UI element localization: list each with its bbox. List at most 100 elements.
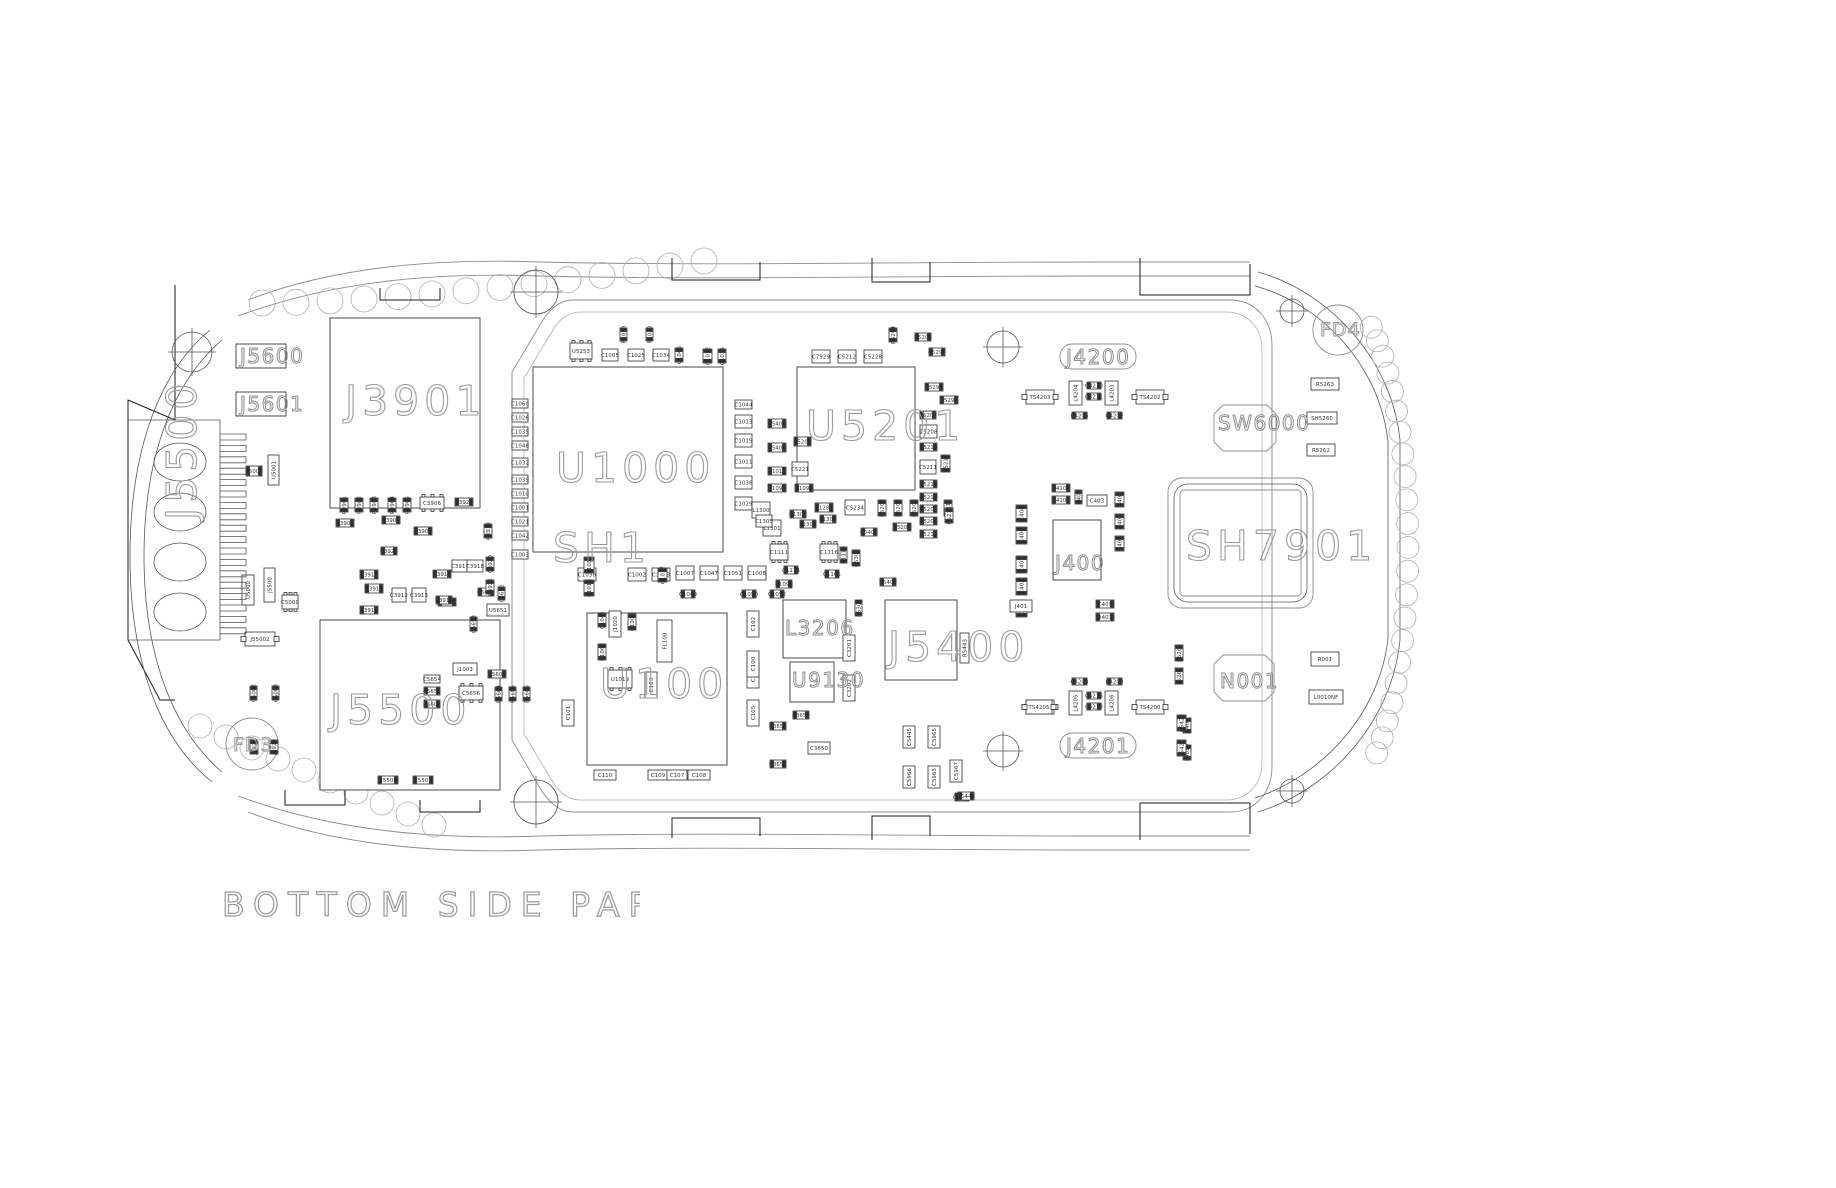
part-ref-j5500: J5500 [267,577,273,594]
smd-part-c100: C100 [746,650,760,678]
part-ref-c3916: C3916 [435,598,453,604]
smd-part-r5601: R5601 [487,669,507,679]
part-ref-c3917: C3917 [451,564,469,570]
part-ref-c1001: C1001 [511,506,529,512]
smd-part-c5206: C5206 [877,499,887,517]
connector-finger [220,467,247,475]
smd-part-r5602: R5602 [423,699,441,709]
part-ref-r3903: R3903 [372,496,378,514]
smd-part-l1306: L1306 [819,514,837,524]
smd-part-r4100: R4100 [1051,483,1071,493]
part-ref-c110: C110 [598,773,613,779]
smd-part-c5500: C5500 [377,775,399,785]
part-ref-c1032: C1032 [511,461,529,467]
part-ref-r5262: R5262 [1312,448,1330,454]
smd-part-c5963: C5963 [927,765,941,789]
smd-part-c1034: C1034 [652,348,670,362]
part-ref-c3920: C3920 [488,555,494,573]
part-ref-c5211: C5211 [919,465,937,471]
smd-part-c5207: C5207 [919,410,937,420]
flex-bead [554,266,582,294]
flex-bead [395,801,421,827]
smd-part-c5000: C5000 [245,465,263,477]
fiducial-crosshair [983,327,1023,367]
board-edge-brackets [284,258,1251,840]
smd-part-r5606: R5606 [522,685,531,703]
silk-label-j400: J400 [1053,551,1105,575]
flex-bead [622,257,650,285]
part-ref-c1050: C1050 [740,592,758,598]
part-ref-c402: C402 [1019,579,1025,593]
smd-part-c1009: C1009 [627,613,637,631]
flex-bead [316,287,344,315]
part-ref-r3905: R3905 [405,496,411,514]
silk-label-j5400: J5400 [885,623,1029,671]
smd-part-c5210: C5210 [920,479,938,489]
smd-part-r1028: R1028 [619,325,628,343]
part-ref-c1025: C1025 [627,353,645,359]
flex-bead [1375,709,1399,733]
flex-bead [690,247,718,275]
smd-part-c5446: C5446 [957,791,975,801]
component-j5601 [235,391,287,417]
smd-part-c1002: C1002 [627,567,647,582]
part-ref-c1016: C1016 [587,579,593,597]
part-ref-ts4200: TS4200 [1138,705,1161,711]
fiducial-crosshair [1276,775,1308,807]
part-ref-r5206: R5206 [914,335,932,341]
smd-part-r1033: R1033 [645,326,654,343]
silk-label-j5600: J5600 [238,344,304,368]
part-ref-c5208: C5208 [920,430,938,436]
smd-part-c1111: C1111 [769,541,789,563]
smd-part-c5501: C5501 [412,775,434,785]
flex-bead [1359,315,1383,339]
smd-part-r4101: R4101 [1051,495,1071,505]
smd-part-u5000: U5000 [241,574,255,606]
part-ref-c1060: C1060 [511,402,529,408]
smd-part-c1029: C1029 [735,496,753,511]
flex-bead [1395,583,1418,607]
part-ref-c1041: C1041 [600,611,606,629]
smd-part-c110: C110 [593,769,617,781]
connector-finger [220,524,247,532]
smd-part-c1283: C1283 [814,502,834,513]
smd-part-c3915: C3915 [432,569,452,579]
silk-label-u5201: U5201 [806,402,965,450]
fiducial-crosshair [510,776,562,828]
smd-part-c407: C407 [1114,513,1125,530]
smd-part-c5966: C5966 [902,765,916,789]
smd-part-c5655: C5655 [423,686,441,696]
smd-part-c403: C403 [1086,494,1108,507]
smd-part-l4203: L4203 [1104,380,1119,406]
silk-label-sh7901: SH7901 [1186,522,1377,570]
flex-bead [1388,650,1412,674]
smd-part-c1161: C1161 [823,569,841,579]
flex-cable-beads [187,247,1420,838]
smd-part-r5605: R5605 [508,685,517,703]
smd-part-r001: R001 [1310,651,1340,667]
connector-finger [220,616,247,623]
part-ref-c4208: C4208 [1071,680,1089,686]
part-ref-r5260: R5260 [1177,644,1183,662]
connector-finger [220,559,247,566]
part-ref-c5965: C5965 [932,728,938,746]
smd-part-r5262: R5262 [1306,443,1336,457]
part-ref-u5651: U5651 [489,608,507,614]
smd-part-c1021: C1021 [511,516,529,527]
flex-bead [187,713,213,739]
part-ref-c108: C108 [692,773,707,779]
part-ref-c408: C408 [1076,489,1082,504]
part-ref-c402: C402 [1185,718,1191,732]
part-ref-c3918: C3918 [466,564,484,570]
flex-bead [1376,361,1400,385]
smd-part-c5211: C5211 [919,459,937,475]
part-ref-c1005: C1005 [601,353,619,359]
part-ref-r5304: R5304 [856,599,862,617]
part-ref-c1009: C1009 [630,613,636,631]
part-ref-c1002: C1002 [628,573,646,579]
smd-part-c3653: C3653 [769,721,787,731]
smd-part-c3911: C3911 [364,583,384,594]
part-ref-sh5260: SH5260 [1311,416,1333,422]
part-ref-c1037: C1037 [660,566,666,584]
part-ref-c5966: C5966 [907,768,913,786]
